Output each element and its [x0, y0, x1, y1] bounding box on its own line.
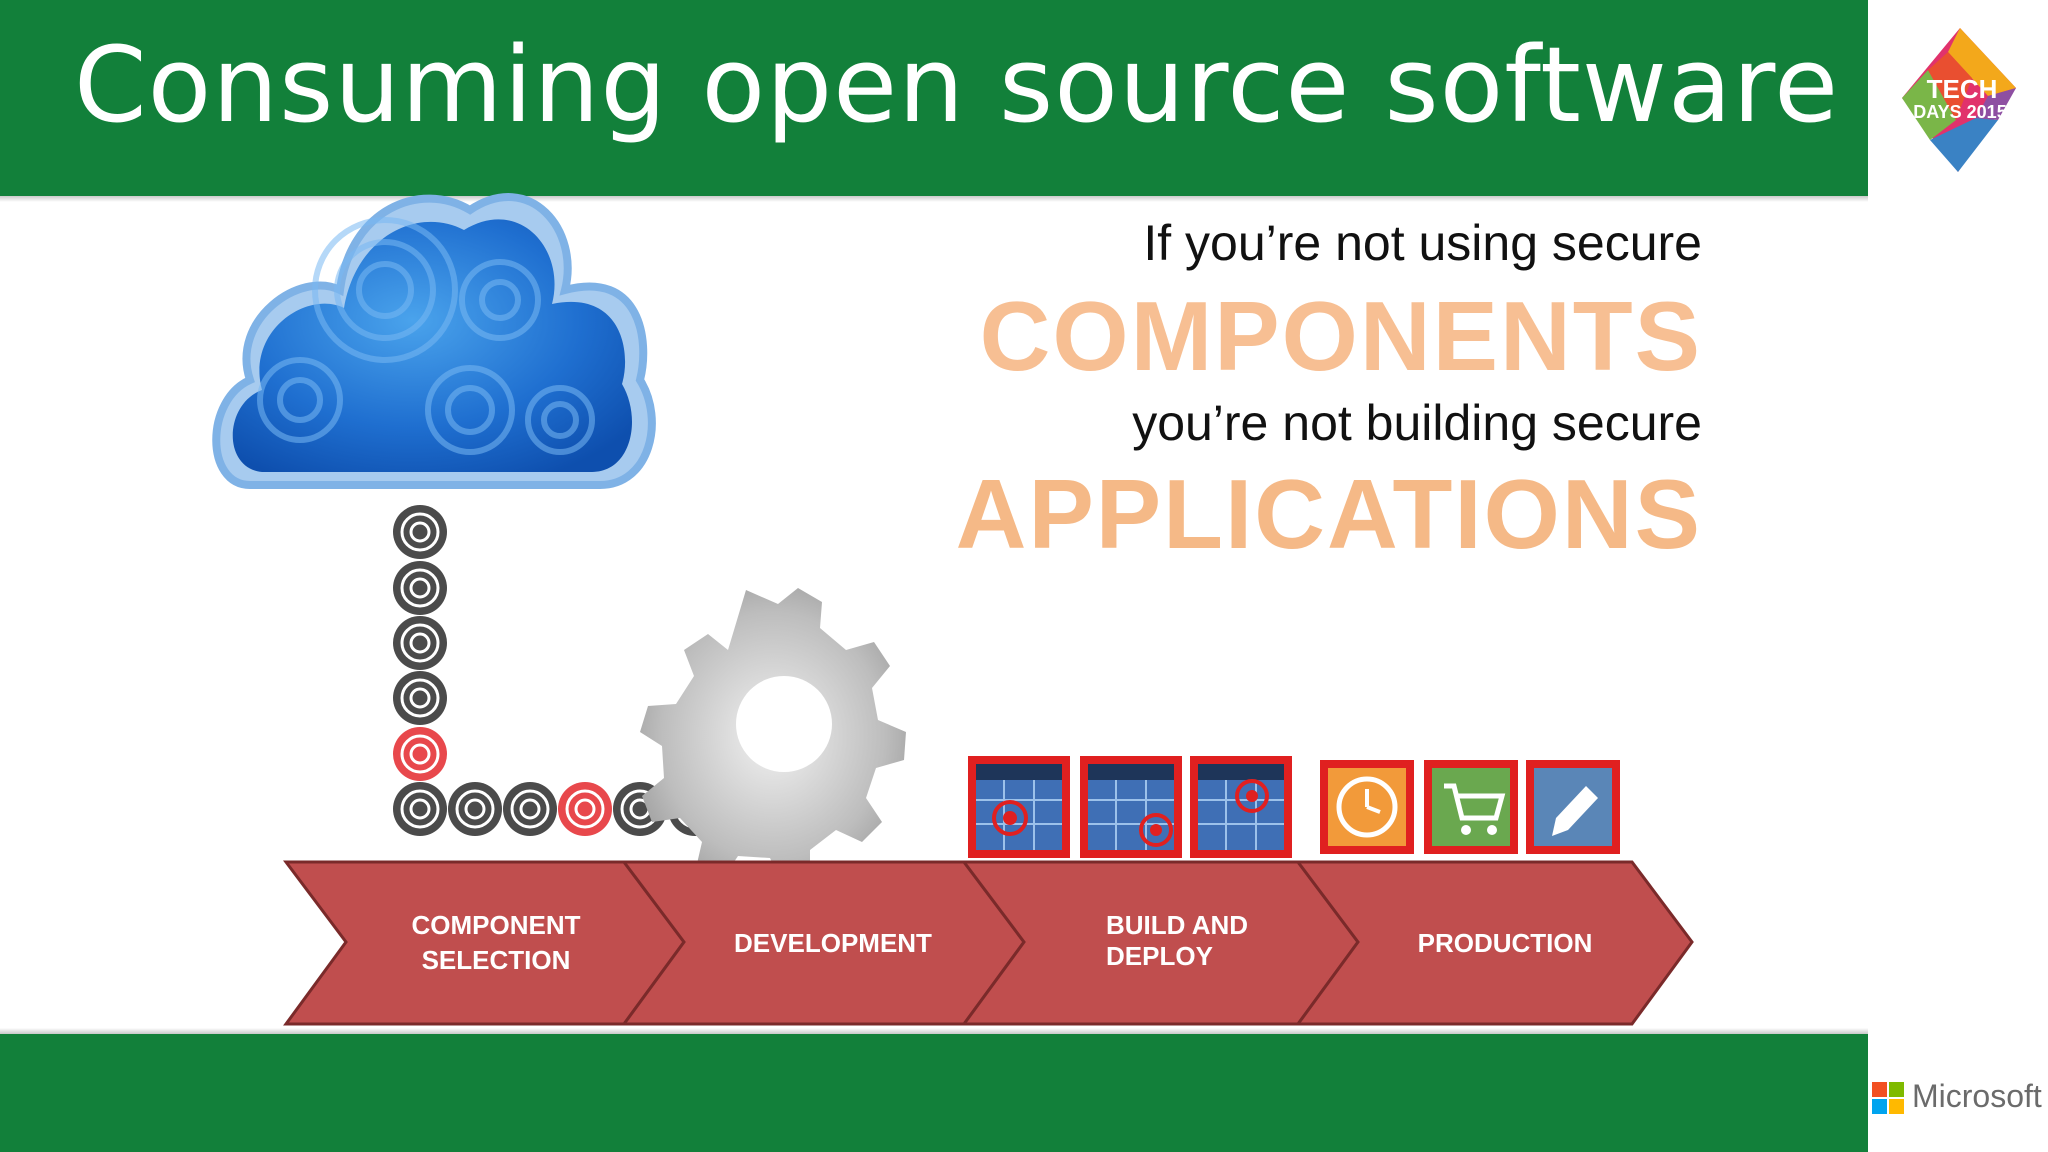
stage-arrow-production [1295, 860, 1694, 1026]
build-tiles [968, 756, 1292, 858]
gear-icon [640, 588, 906, 884]
component-disc [393, 782, 447, 836]
component-disc [393, 561, 447, 615]
stage-label-development: DEVELOPMENT [723, 926, 943, 961]
clock-icon [1320, 760, 1414, 854]
stage-label-production: PRODUCTION [1395, 926, 1615, 961]
component-disc [393, 505, 447, 559]
component-disc [393, 616, 447, 670]
vulnerable-component-disc [558, 782, 612, 836]
stage-label-line: SELECTION [421, 945, 571, 975]
stage-label-build-and-deploy: BUILD AND DEPLOY [1106, 910, 1248, 972]
component-disc [393, 671, 447, 725]
slide-title: Consuming open source software [74, 24, 1840, 146]
message-line-1: If you’re not using secure [1143, 215, 1702, 271]
svg-text:DAYS 2015: DAYS 2015 [1913, 102, 2006, 122]
footer-bar-shadow [0, 1028, 1868, 1034]
stage-label-line: DEVELOPMENT [734, 928, 932, 958]
title-bar-shadow [0, 196, 1868, 202]
calendar-target-icon [1190, 756, 1292, 858]
vulnerable-component-disc [393, 727, 447, 781]
tech-days-logo: TECH DAYS 2015 [1868, 0, 2048, 196]
calendar-target-icon [968, 756, 1070, 858]
microsoft-logo-icon [1872, 1082, 1904, 1114]
cloud-icon [212, 193, 656, 489]
message-components: COMPONENTS [979, 281, 1702, 391]
svg-text:TECH: TECH [1927, 74, 1998, 104]
pencil-icon [1526, 760, 1620, 854]
pipeline-arrows [283, 860, 1694, 1026]
title-bar [0, 0, 1868, 196]
stage-label-line: PRODUCTION [1417, 928, 1593, 958]
shopping-cart-icon [1424, 760, 1518, 854]
footer-bar [0, 1034, 1868, 1152]
tech-days-2015-logo-icon: TECH DAYS 2015 [1902, 28, 2016, 172]
stage-label-line: BUILD AND [1106, 910, 1249, 940]
component-disc [448, 782, 502, 836]
component-disc [503, 782, 557, 836]
stage-label-line: DEPLOY [1106, 941, 1213, 971]
production-tiles [1320, 760, 1620, 854]
calendar-target-icon [1080, 756, 1182, 858]
stage-label-component-selection: COMPONENT SELECTION [386, 908, 606, 978]
stage-label-line: COMPONENT [411, 910, 581, 940]
message-line-3: you’re not building secure [1132, 395, 1702, 451]
message-applications: APPLICATIONS [955, 459, 1702, 569]
microsoft-brand-label: Microsoft [1912, 1078, 2042, 1114]
